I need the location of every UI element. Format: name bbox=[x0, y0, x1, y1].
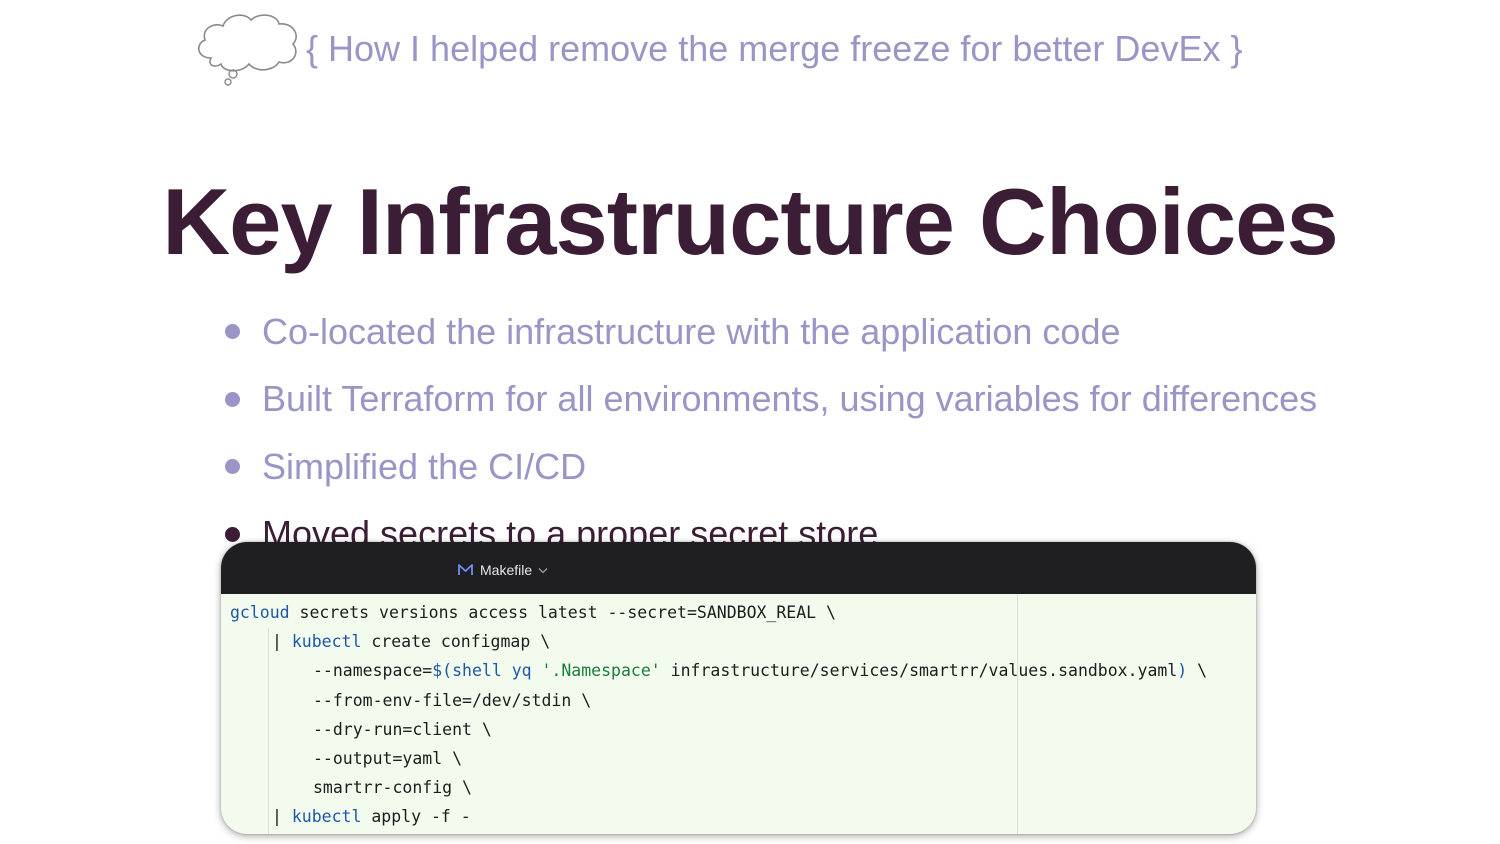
bullet-dot-icon bbox=[225, 391, 240, 407]
bullet-dot-icon bbox=[225, 324, 240, 340]
indent-guide bbox=[1017, 594, 1018, 834]
bullet-item: Built Terraform for all environments, us… bbox=[220, 366, 1317, 434]
slide-title: Key Infrastructure Choices bbox=[162, 169, 1338, 274]
code-area[interactable]: gcloud secrets versions access latest --… bbox=[221, 594, 1256, 834]
bullet-text: Built Terraform for all environments, us… bbox=[262, 378, 1318, 420]
code-line: | kubectl apply -f - bbox=[272, 807, 471, 827]
indent-guide bbox=[268, 628, 269, 834]
bullet-text: Co-located the infrastructure with the a… bbox=[262, 310, 1121, 352]
code-line: --from-env-file=/dev/stdin \ bbox=[313, 690, 592, 710]
code-line: --output=yaml \ bbox=[313, 748, 463, 768]
file-tab[interactable]: Makefile bbox=[457, 562, 548, 578]
bullet-text: Simplified the CI/CD bbox=[262, 445, 587, 487]
code-line: --dry-run=client \ bbox=[313, 719, 492, 739]
code-line: gcloud secrets versions access latest --… bbox=[230, 603, 836, 622]
bullet-dot-icon bbox=[225, 459, 240, 475]
thought-cloud-icon bbox=[198, 14, 297, 86]
bullet-dot-icon bbox=[225, 526, 240, 542]
bullet-list: Co-located the infrastructure with the a… bbox=[220, 298, 1317, 568]
bullet-item: Simplified the CI/CD bbox=[220, 433, 1317, 501]
makefile-icon bbox=[458, 564, 473, 575]
code-line: smartrr-config \ bbox=[313, 778, 472, 798]
editor-titlebar: Makefile bbox=[221, 542, 1256, 594]
bullet-item: Co-located the infrastructure with the a… bbox=[220, 298, 1317, 366]
code-editor-screenshot: Makefile gcloud secrets versions access … bbox=[221, 542, 1256, 834]
code-line: --namespace=$(shell yq '.Namespace' infr… bbox=[313, 661, 1208, 681]
file-tab-label: Makefile bbox=[480, 562, 533, 578]
code-line: | kubectl create configmap \ bbox=[272, 632, 551, 652]
chevron-down-icon[interactable] bbox=[538, 567, 548, 574]
talk-subtitle: { How I helped remove the merge freeze f… bbox=[306, 28, 1243, 69]
